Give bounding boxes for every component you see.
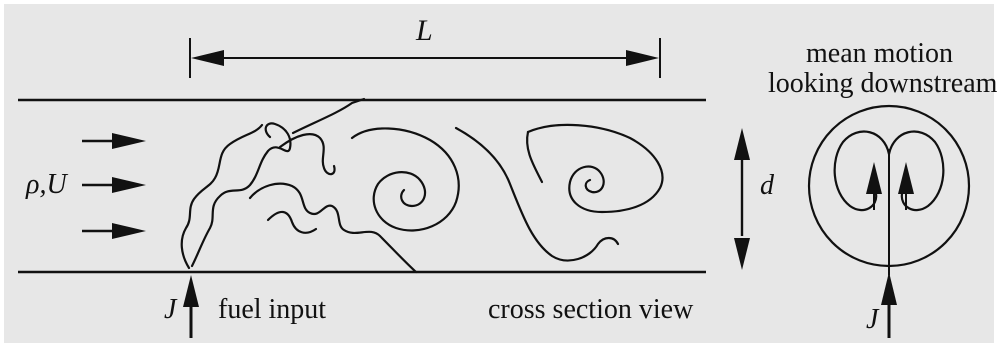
diameter-label: d [760,170,774,201]
length-label: L [416,14,433,47]
s-curve-eddy [454,126,620,262]
inflow-label: ρ,U [26,169,67,200]
turbulent-eddies [180,97,664,274]
cross-section-jet-arrow [881,272,897,338]
mean-motion-label-line1: mean motion [806,38,953,69]
fuel-input-label: fuel input [218,294,327,325]
mean-motion-label-line2: looking downstream [768,68,998,99]
right-vortex-loop [887,130,945,212]
vortex-arrows [866,162,914,210]
lower-structure-2 [266,210,318,234]
inflow-arrows [82,133,146,239]
eddy-fold-1 [278,133,336,176]
fuel-jet-arrow [183,275,199,338]
diagram-background [4,4,994,343]
jet-flux-label-left: J [164,294,177,325]
jet-left-boundary [180,123,264,270]
spiral-eddy-2-tail [526,130,544,184]
left-vortex-loop [833,130,891,212]
inflow-arrow-middle [82,177,146,193]
top-wall-entrainment [291,97,366,135]
jet-flux-label-right: J [866,304,879,335]
lower-structure-1 [248,182,418,274]
inflow-arrow-bottom [82,223,146,239]
spiral-eddy-2 [526,123,664,214]
jet-inner-boundary [190,122,292,268]
inflow-arrow-top [82,133,146,149]
spiral-eddy-1 [350,127,460,232]
diameter-dimension [734,128,750,270]
length-dimension [189,38,661,78]
left-vortex-arrowhead [866,162,882,194]
right-vortex-arrowhead [898,162,914,194]
cross-section-view [807,104,971,276]
cross-section-label: cross section view [488,294,694,325]
